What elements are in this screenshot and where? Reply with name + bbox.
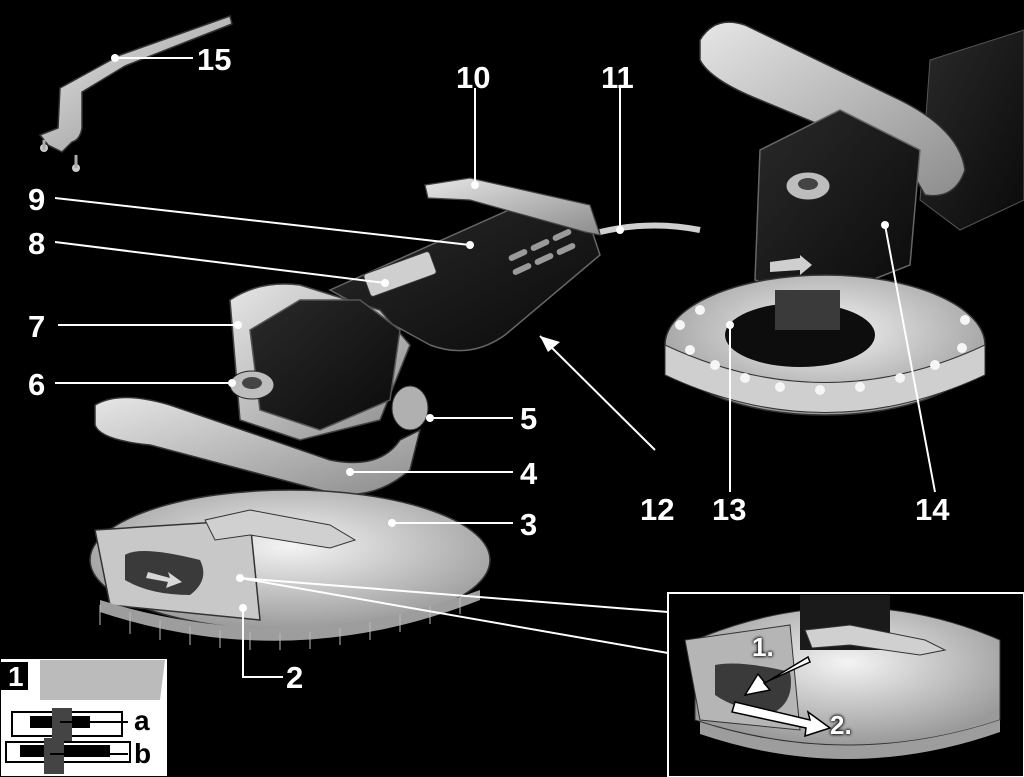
callout-4: 4 <box>520 456 538 491</box>
callout-14: 14 <box>915 492 950 527</box>
grinder-right <box>664 21 1024 416</box>
callout-7: 7 <box>28 309 46 344</box>
wrench-tool <box>38 15 233 172</box>
callout-8: 8 <box>28 226 46 261</box>
callout-11: 11 <box>601 60 634 95</box>
step-2-label: 2. <box>830 710 852 740</box>
callout-2: 2 <box>286 660 304 695</box>
inset-label-a: a <box>133 705 151 736</box>
callout-12: 12 <box>640 492 675 527</box>
inset-panel-number: 1 <box>8 661 24 692</box>
callout-5: 5 <box>520 401 538 436</box>
callout-10: 10 <box>456 60 491 95</box>
leader-lines <box>54 57 936 678</box>
inset-panel-steps <box>667 592 1024 777</box>
grinder-main <box>89 177 701 650</box>
callout-13: 13 <box>712 492 747 527</box>
callout-9: 9 <box>28 182 46 217</box>
callout-6: 6 <box>28 367 46 402</box>
callout-15: 15 <box>197 42 232 77</box>
inset-label-b: b <box>133 738 153 769</box>
callout-3: 3 <box>520 507 538 542</box>
step-1-label: 1. <box>752 632 774 662</box>
